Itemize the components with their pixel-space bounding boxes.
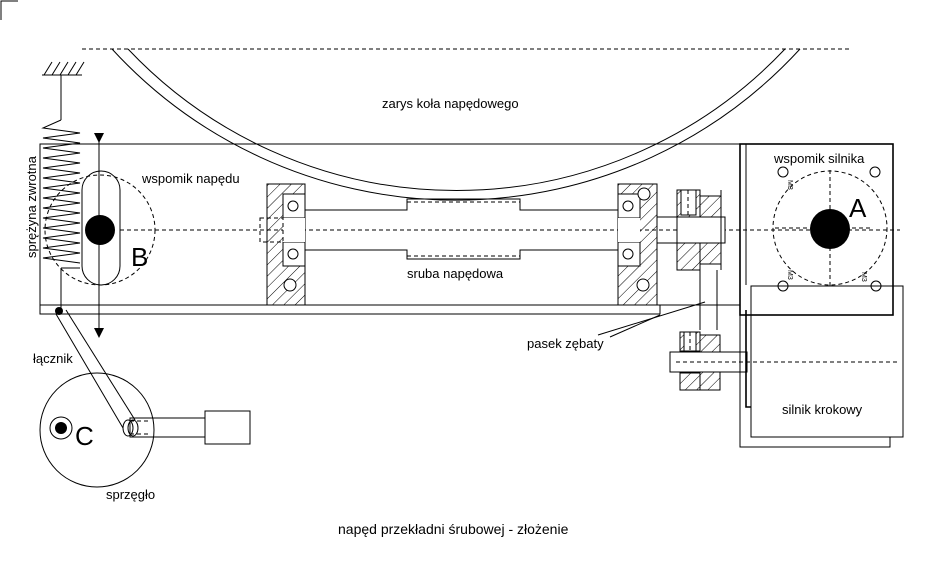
connector-label: łącznik xyxy=(33,351,73,366)
point-a-label: A xyxy=(849,193,867,223)
motor-bracket-label: wspomik silnika xyxy=(773,151,865,166)
corner-mark xyxy=(0,0,18,20)
return-spring xyxy=(41,61,85,310)
drive-screw xyxy=(305,198,677,260)
diagram-caption: napęd przekładni śrubowej - złożenie xyxy=(338,521,569,537)
screw-size-label: M3 xyxy=(860,272,867,282)
right-bearing-block xyxy=(617,183,658,306)
motor-bracket xyxy=(739,143,894,316)
stepper-motor xyxy=(739,285,904,448)
screw-size-label: M3 xyxy=(786,270,793,280)
connector-link xyxy=(55,307,136,429)
point-b-label: B xyxy=(131,242,148,272)
drive-screw-label: sruba napędowa xyxy=(407,266,504,281)
clutch-label: sprzęgło xyxy=(106,487,155,502)
drive-bracket xyxy=(44,133,156,338)
screw-size-label: M3 xyxy=(786,180,793,190)
drive-wheel-outline xyxy=(82,48,850,201)
stepper-motor-label: silnik krokowy xyxy=(782,402,863,417)
drive-bracket-label: wspomik napędu xyxy=(141,171,240,186)
lower-pulley xyxy=(669,331,748,391)
clutch xyxy=(39,372,251,488)
upper-pulley xyxy=(676,189,726,271)
toothed-belt xyxy=(597,270,718,338)
toothed-belt-label: pasek zębaty xyxy=(527,336,604,351)
point-c-label: C xyxy=(75,421,94,451)
return-spring-label: sprężyna zwrotna xyxy=(24,155,39,258)
left-bearing-block xyxy=(259,183,306,306)
wheel-outline-label: zarys koła napędowego xyxy=(382,96,519,111)
